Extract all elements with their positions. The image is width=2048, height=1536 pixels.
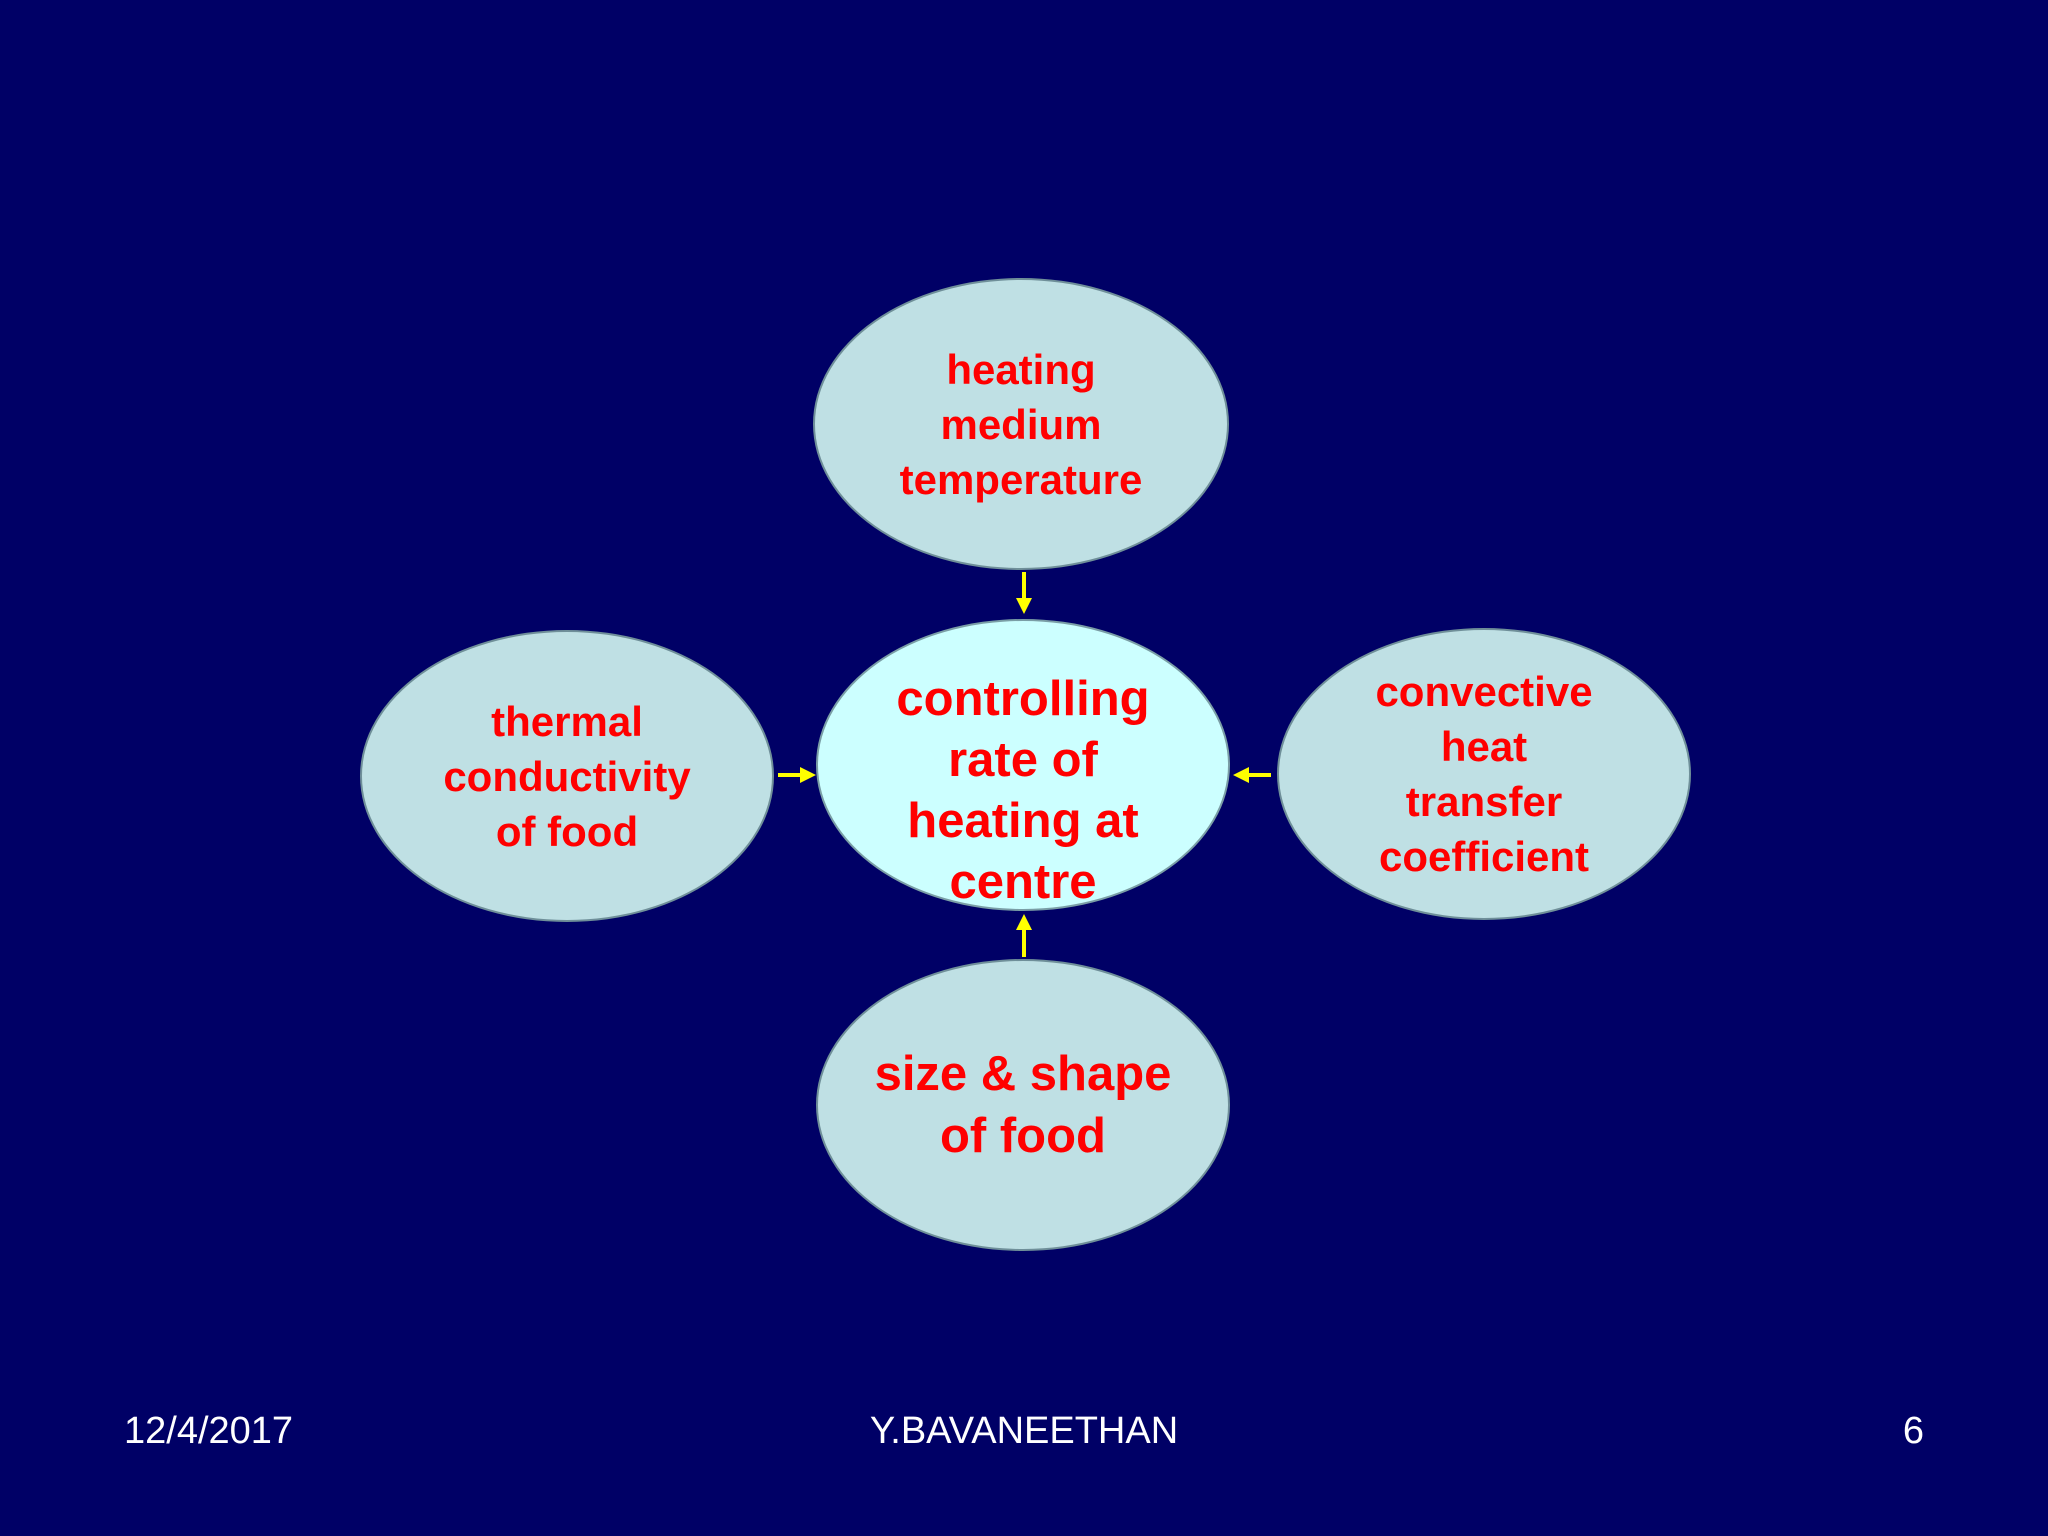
node-label: heating medium temperature [899,345,1143,503]
node-label: convective heat transfer coefficient [1375,668,1593,880]
node-size-shape: size & shape of food [816,959,1230,1251]
node-label: size & shape of food [874,1047,1172,1163]
node-heating-medium-temperature: heating medium temperature [813,278,1229,570]
node-label-center: controlling rate of heating at centre [896,672,1150,909]
node-controlling-rate: controlling rate of heating at centre [816,619,1230,911]
node-convective-heat-transfer: convective heat transfer coefficient [1277,628,1691,920]
arrow-left-to-center [778,767,816,783]
arrow-top-to-center [1016,572,1032,614]
footer-date: 12/4/2017 [124,1410,294,1452]
arrow-bottom-to-center [1016,914,1032,957]
arrow-right-to-center [1233,767,1271,783]
footer-author: Y.BAVANEETHAN [869,1410,1179,1452]
node-thermal-conductivity: thermal conductivity of food [360,630,774,922]
footer-page-number: 6 [1902,1410,1924,1452]
node-label: thermal conductivity of food [443,697,691,855]
